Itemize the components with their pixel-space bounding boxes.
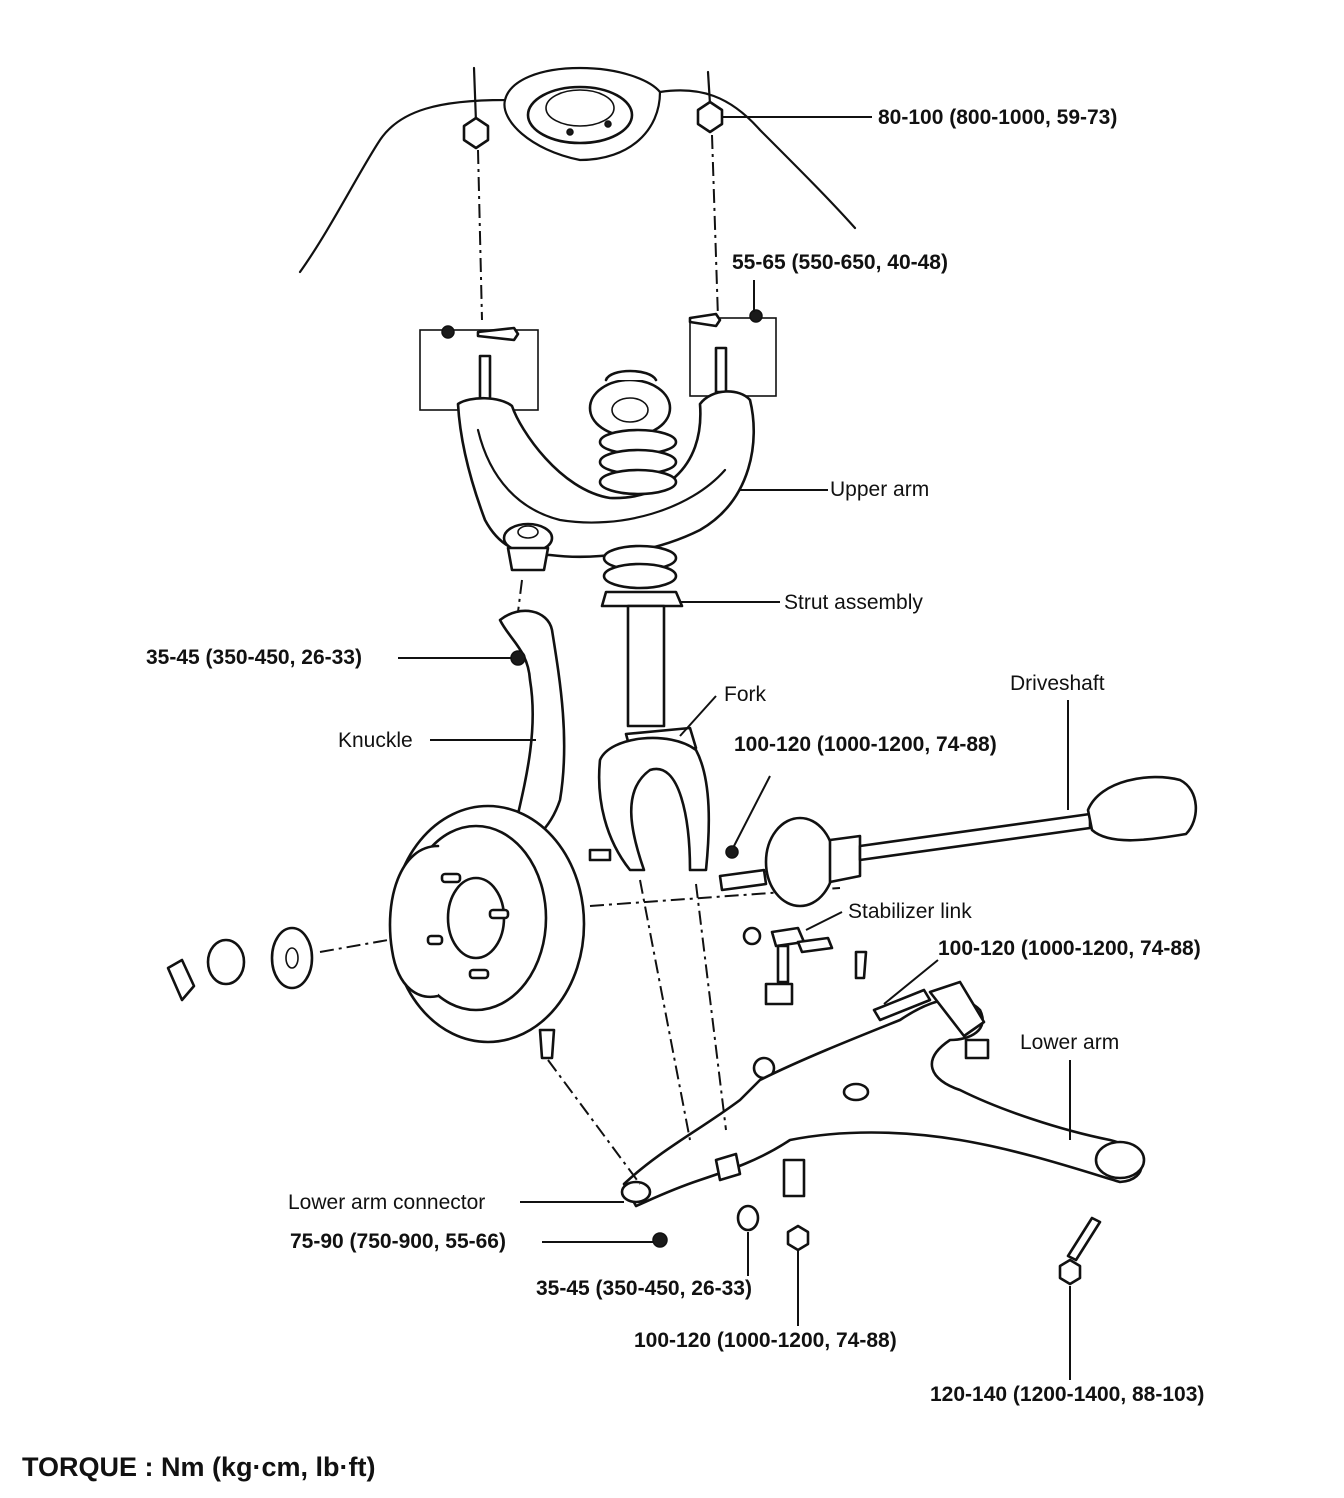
label-stabilizer-link: Stabilizer link	[848, 900, 972, 923]
upper-arm-part	[419, 309, 777, 613]
label-fork: Fork	[724, 683, 766, 706]
leader-lines	[398, 116, 1071, 1380]
top-mount-nuts	[462, 66, 724, 321]
torque-label-lower-bolt: 100-120 (1000-1200, 74-88)	[634, 1329, 897, 1352]
torque-label-stabilizer: 100-120 (1000-1200, 74-88)	[938, 937, 1201, 960]
label-knuckle: Knuckle	[338, 729, 413, 752]
torque-label-lower-arm-bolt: 120-140 (1200-1400, 88-103)	[930, 1383, 1205, 1406]
strut-part	[588, 369, 684, 728]
driveshaft-part	[718, 775, 1198, 908]
label-upper-arm: Upper arm	[830, 478, 930, 501]
torque-label-upper-arm-bolts: 55-65 (550-650, 40-48)	[732, 251, 948, 274]
label-lower-arm: Lower arm	[1020, 1031, 1120, 1054]
torque-label-lower-nut: 35-45 (350-450, 26-33)	[536, 1277, 752, 1300]
fork-part	[588, 726, 739, 872]
torque-label-connector: 75-90 (750-900, 55-66)	[290, 1230, 506, 1253]
torque-label-top-nuts: 80-100 (800-1000, 59-73)	[878, 106, 1118, 129]
lower-fasteners	[547, 879, 1102, 1286]
torque-units-footer: TORQUE : Nm (kg·cm, lb·ft)	[22, 1452, 376, 1482]
torque-label-knuckle-upper: 35-45 (350-450, 26-33)	[146, 646, 362, 669]
strut-tower-body	[298, 66, 857, 274]
label-strut-assembly: Strut assembly	[784, 591, 923, 614]
lower-arm-part	[620, 980, 1146, 1208]
stabilizer-link-part	[742, 926, 932, 1080]
label-driveshaft: Driveshaft	[1010, 672, 1105, 695]
label-lower-arm-connector: Lower arm connector	[288, 1191, 486, 1214]
torque-label-fork: 100-120 (1000-1200, 74-88)	[734, 733, 997, 756]
knuckle-hub-part	[388, 609, 586, 1060]
hub-nut-washer	[166, 887, 841, 1002]
